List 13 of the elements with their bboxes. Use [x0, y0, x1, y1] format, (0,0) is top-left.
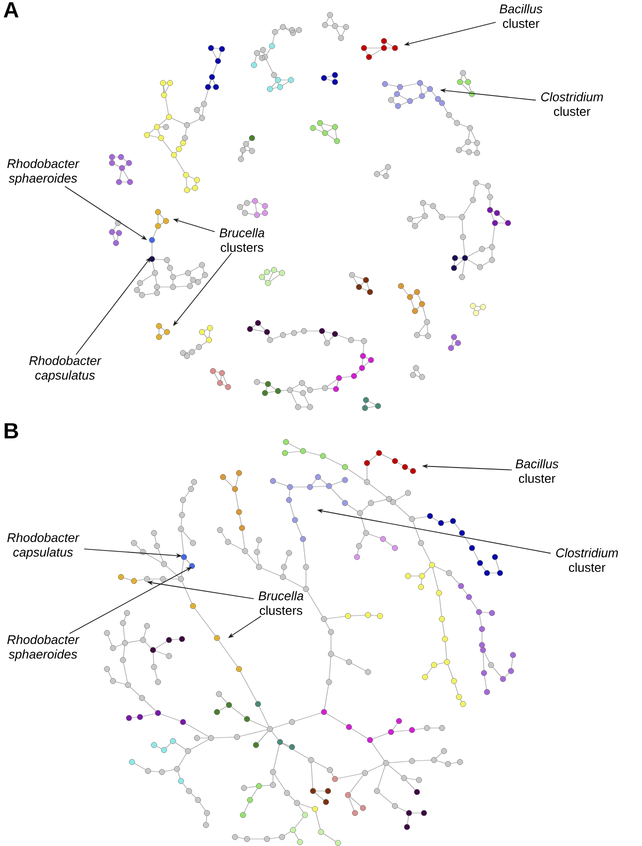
annotation-label: Clostridium cluster: [556, 548, 618, 572]
annotation-label: Bacillus cluster: [500, 4, 542, 28]
panel-letter: A: [4, 2, 18, 18]
annotation-label: Clostridium cluster: [541, 92, 603, 116]
leader-arrow: [173, 252, 232, 326]
annotation-label: Rhodobacter capsulatus: [29, 356, 102, 382]
annotation-label: Brucella clusters: [220, 228, 264, 252]
annotation-label: Rhodobacter sphaeroides: [7, 158, 80, 186]
annotation-label: Brucella clusters: [258, 591, 304, 615]
annotation-label: Bacillus cluster: [516, 459, 558, 483]
annotation-label: Rhodobacter sphaeroides: [7, 634, 80, 662]
panel-letter: B: [4, 423, 18, 438]
annotation-label: Rhodobacter capsulatus: [7, 532, 80, 560]
